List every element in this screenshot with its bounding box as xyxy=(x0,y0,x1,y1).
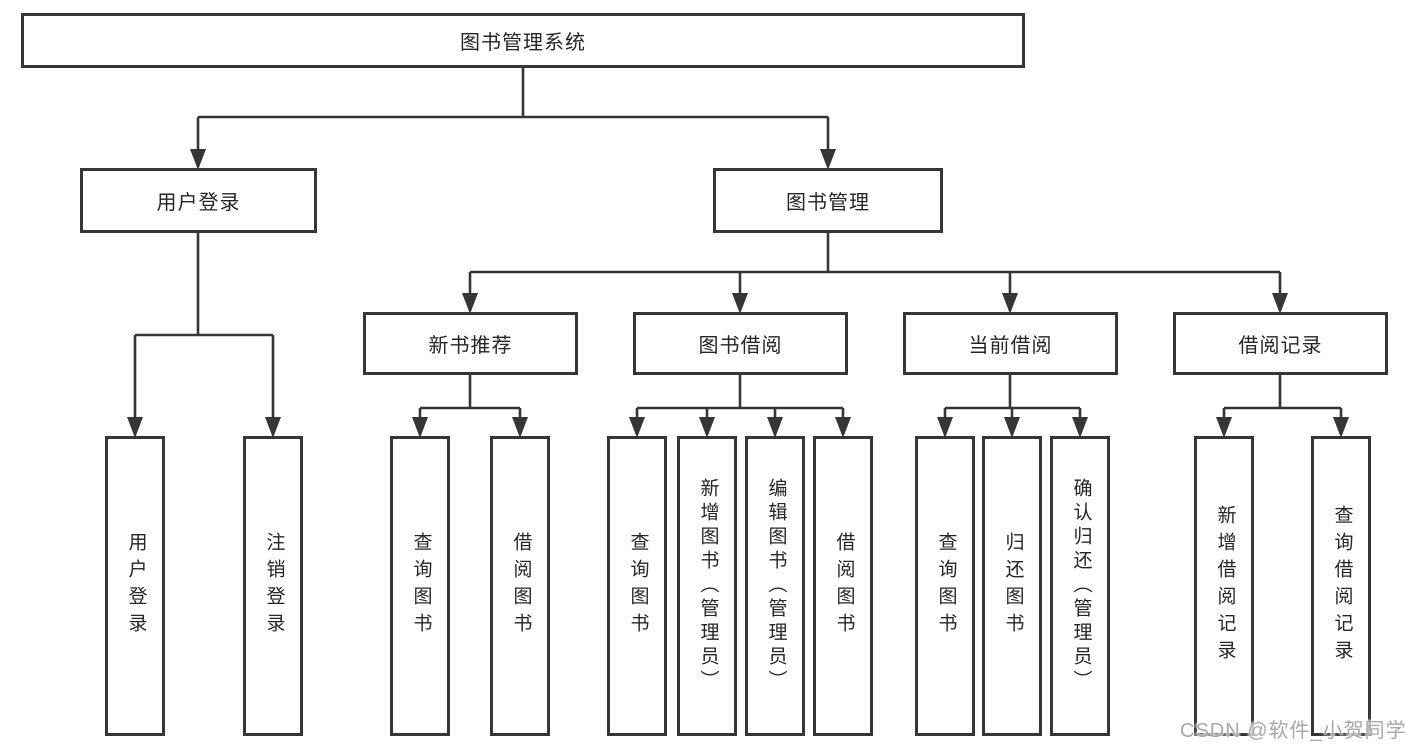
node-current-return-book: 归还图书 xyxy=(982,436,1042,736)
node-current-borrowing: 当前借阅 xyxy=(903,312,1118,375)
node-book-borrowing: 图书借阅 xyxy=(633,312,848,375)
node-borrowing-borrow-book: 借阅图书 xyxy=(813,436,873,736)
node-library-management-system: 图书管理系统 xyxy=(21,13,1025,68)
node-current-confirm-return-admin: 确认归还（管理员） xyxy=(1050,436,1110,736)
node-borrowing-records: 借阅记录 xyxy=(1173,312,1388,375)
node-logout-action: 注销登录 xyxy=(243,436,303,736)
node-borrowing-edit-book-admin: 编辑图书（管理员） xyxy=(745,436,805,736)
node-book-management: 图书管理 xyxy=(713,168,943,233)
node-current-query-book: 查询图书 xyxy=(915,436,975,736)
node-borrowing-query-book: 查询图书 xyxy=(607,436,667,736)
node-user-login-action: 用户登录 xyxy=(105,436,165,736)
node-recommend-borrow-book: 借阅图书 xyxy=(490,436,550,736)
node-user-login: 用户登录 xyxy=(80,168,317,233)
node-records-query-borrow-record: 查询借阅记录 xyxy=(1311,436,1371,736)
node-borrowing-add-book-admin: 新增图书（管理员） xyxy=(677,436,737,736)
node-recommend-query-book: 查询图书 xyxy=(390,436,450,736)
node-new-book-recommend: 新书推荐 xyxy=(363,312,578,375)
node-records-add-borrow-record: 新增借阅记录 xyxy=(1194,436,1254,736)
csdn-watermark: CSDN @软件_小贺同学 xyxy=(1180,720,1405,742)
